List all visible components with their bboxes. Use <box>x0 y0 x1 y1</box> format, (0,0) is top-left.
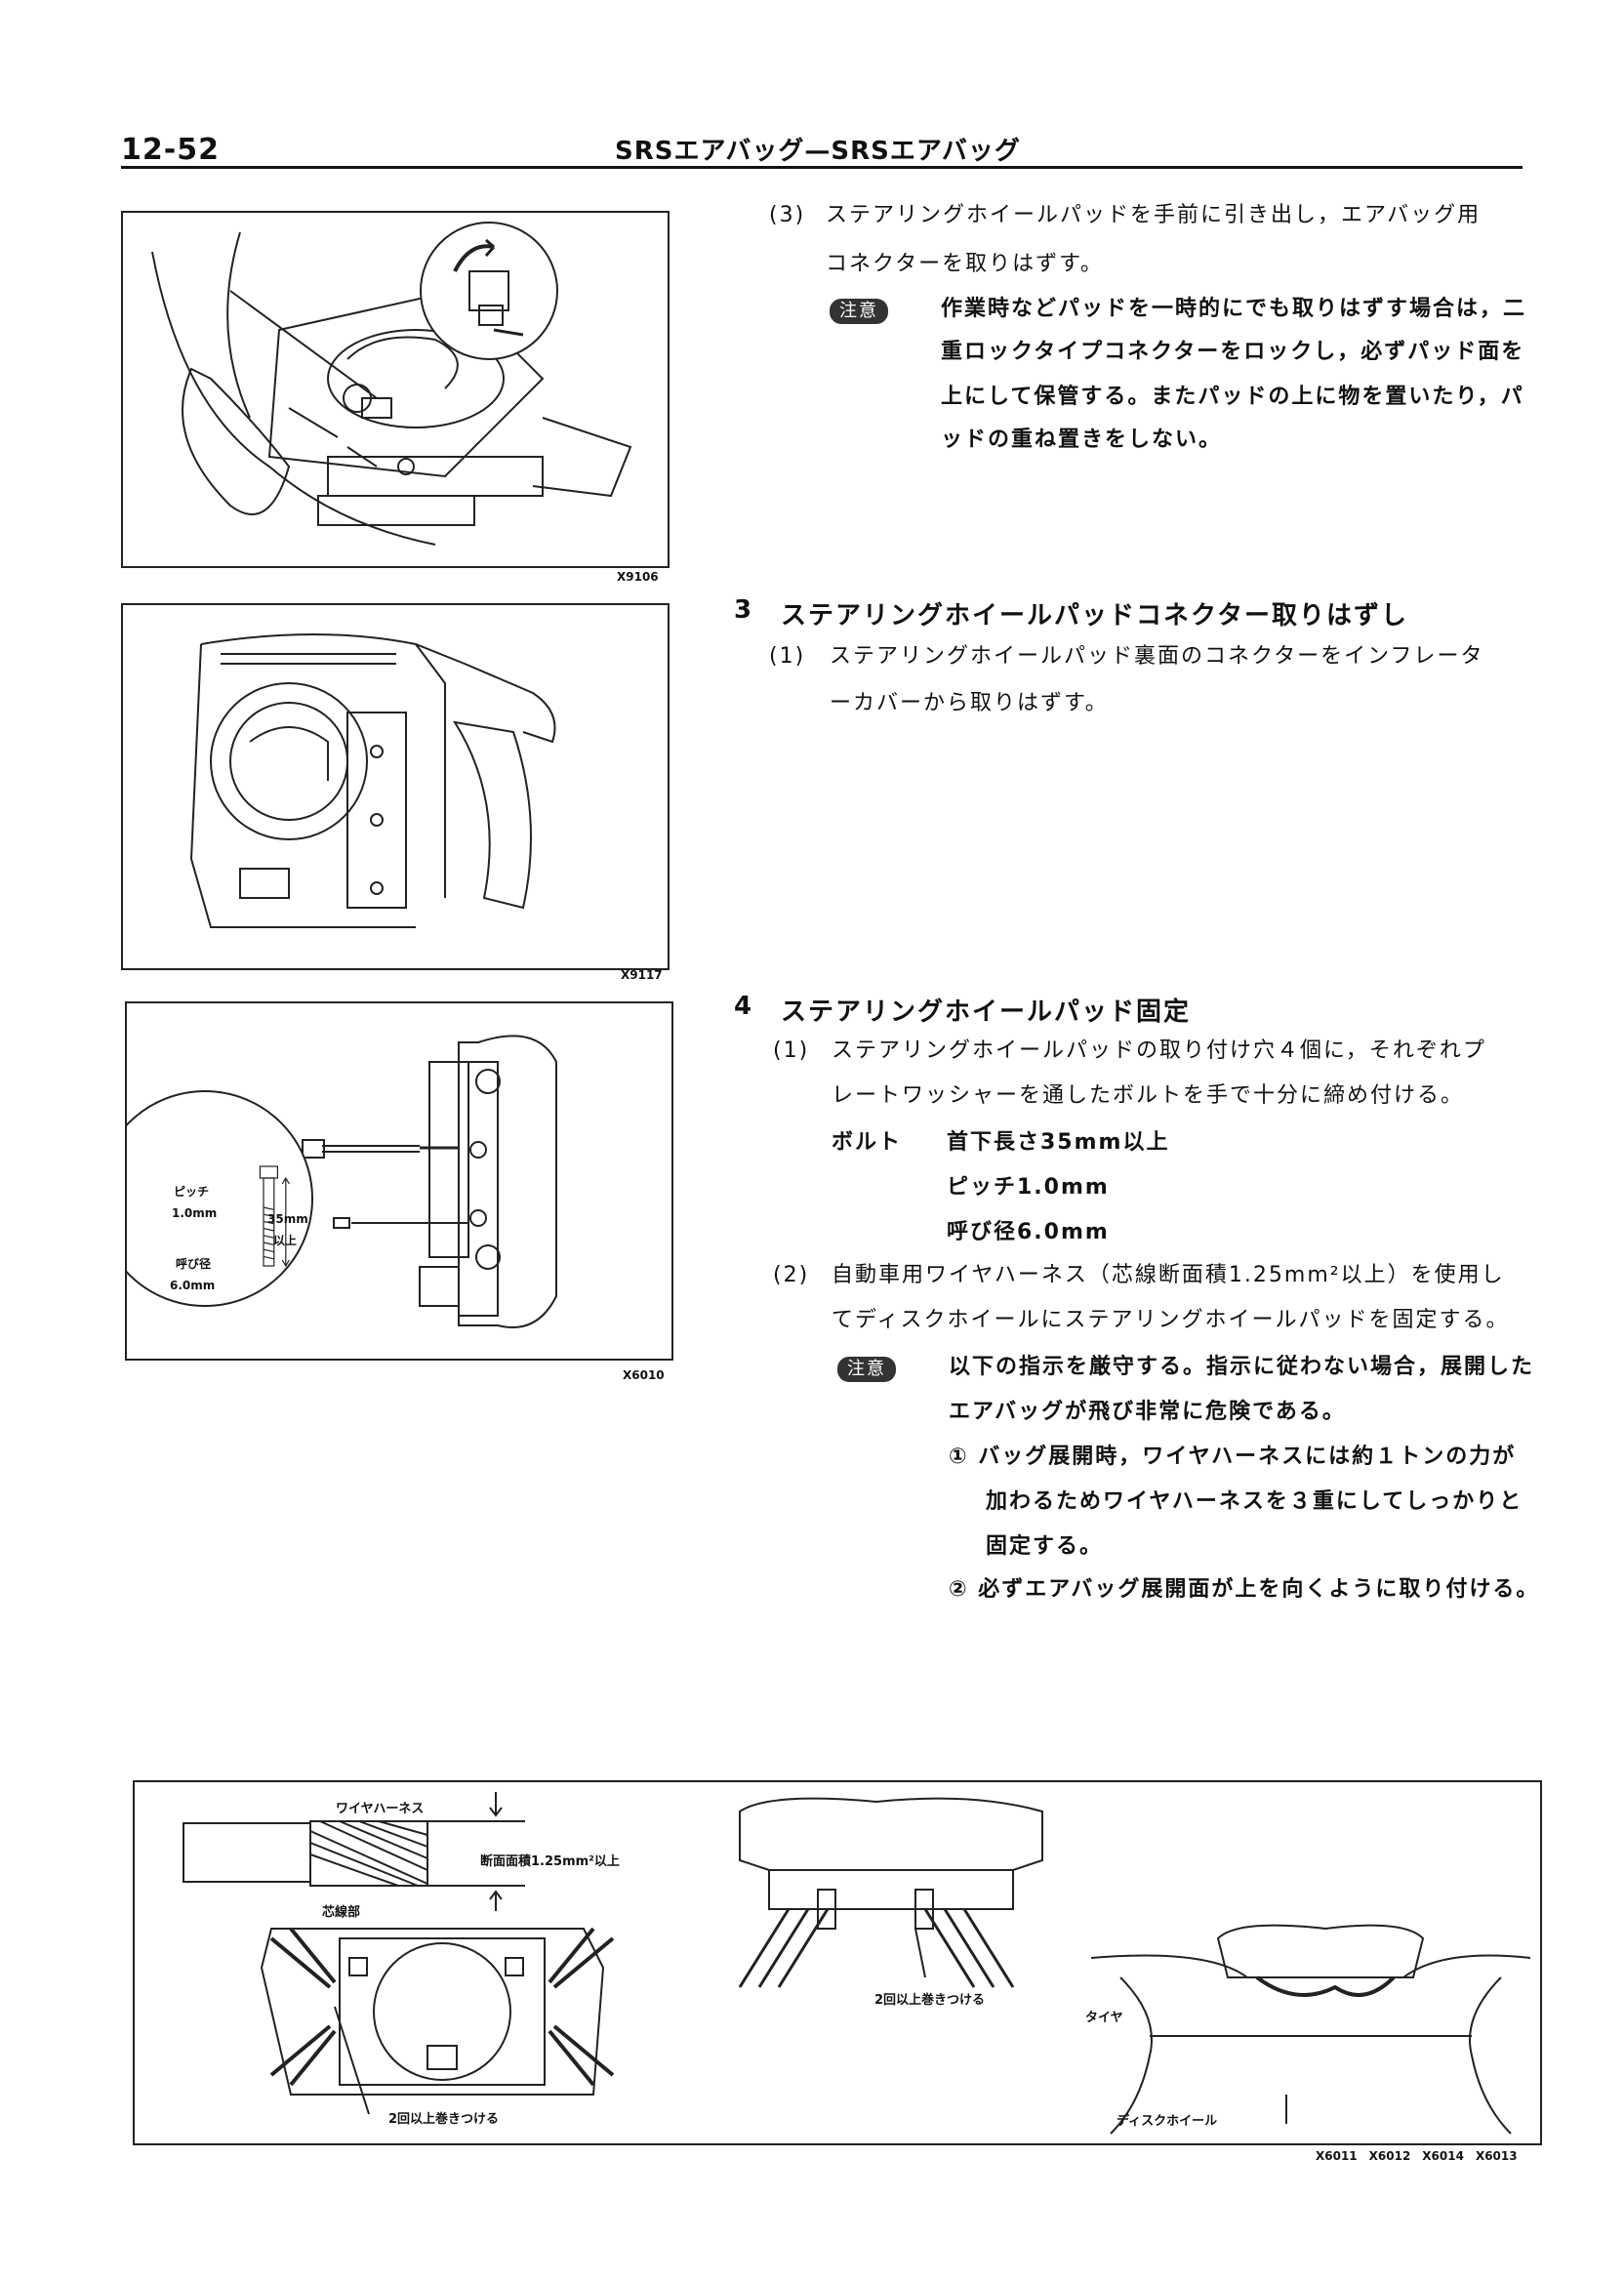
label-wrap-left: 2回以上巻きつける <box>388 2112 500 2127</box>
section4-s2-num: (2) <box>773 1263 810 1287</box>
section3-sub-num: (1) <box>769 644 806 669</box>
caution2-line1: 以下の指示を厳守する。指示に従わない場合，展開した <box>949 1355 1535 1379</box>
step3-sub-line1: ステアリングホイールパッドを手前に引き出し，エアバッグ用 <box>826 203 1482 227</box>
bolt-spec-pitch: ピッチ1.0mm <box>947 1175 1110 1200</box>
bolt-spec-length: 首下長さ35mm以上 <box>947 1130 1170 1155</box>
bottom-figure-codes: X6011 X6012 X6014 X6013 <box>1316 2149 1518 2163</box>
caution1-line2: 重ロックタイプコネクターをロックし，必ずパッド面を <box>941 340 1525 364</box>
caution-badge-2: 注意 <box>837 1357 896 1382</box>
label-tire: タイヤ <box>1085 2011 1123 2025</box>
section3-num: 3 <box>734 595 754 625</box>
label-core: 芯線部 <box>322 1905 361 1920</box>
caution2-item1-b: 加わるためワイヤハーネスを３重にしてしっかりと <box>986 1489 1523 1514</box>
label-cross-section: 断面面積1.25mm²以上 <box>480 1854 620 1869</box>
bolt-spec-dia: 呼び径6.0mm <box>947 1220 1110 1244</box>
section3-title: ステアリングホイールパッドコネクター取りはずし <box>781 601 1408 631</box>
bolt-dia-value: 6.0mm <box>170 1279 216 1292</box>
label-wrap-mid: 2回以上巻きつける <box>874 1993 986 2008</box>
figure-pad-rear <box>121 603 670 970</box>
pad-rear-illustration <box>189 633 556 928</box>
section4-s2-line2: てディスクホイールにステアリングホイールパッドを固定する。 <box>832 1308 1510 1332</box>
caution2-item1-a: ① バッグ展開時，ワイヤハーネスには約１トンの力が <box>949 1445 1517 1469</box>
bolt-length-sub: 以上 <box>273 1234 298 1247</box>
label-disc-wheel: ディスクホイール <box>1116 2114 1218 2129</box>
wire-fixing-illustration <box>183 1792 1531 2135</box>
figure-pad-connector <box>121 211 670 568</box>
label-wire-harness: ワイヤハーネス <box>336 1802 425 1816</box>
caution2-line2: エアバッグが飛び非常に危険である。 <box>949 1400 1346 1424</box>
step3-sub-num: (3) <box>769 203 806 227</box>
bolt-detail-callout <box>127 1003 671 1359</box>
caution1-line4: ッドの重ね置きをしない。 <box>941 428 1223 452</box>
bolt-length-label: 35mm <box>267 1212 308 1226</box>
figure2-code: X9117 <box>621 968 663 982</box>
section3-line1: ステアリングホイールパッド裏面のコネクターをインフレータ <box>830 644 1484 669</box>
bolt-install-illustration <box>127 1035 557 1328</box>
section3-line2: ーカバーから取りはずす。 <box>830 691 1109 715</box>
section4-s2-line1: 自動車用ワイヤハーネス（芯線断面積1.25mm²以上）を使用し <box>832 1263 1505 1287</box>
section4-num: 4 <box>734 992 754 1021</box>
figure-bolt-install <box>125 1001 673 1361</box>
caution2-item2: ② 必ずエアバッグ展開面が上を向くように取り付ける。 <box>949 1577 1540 1602</box>
bolt-pitch-label: ピッチ <box>174 1185 210 1199</box>
bolt-detail-icon <box>259 1165 290 1268</box>
caution2-item1-c: 固定する。 <box>986 1534 1104 1559</box>
page-title: SRSエアバッグ—SRSエアバッグ <box>615 137 1021 166</box>
section4-s1-line1: ステアリングホイールパッドの取り付け穴４個に，それぞれプ <box>832 1038 1486 1063</box>
pad-connector-illustration <box>151 222 632 546</box>
bolt-pitch-value: 1.0mm <box>172 1206 218 1220</box>
header-rule <box>121 166 1522 169</box>
section4-s1-num: (1) <box>773 1038 810 1063</box>
figure3-code: X6010 <box>623 1368 665 1382</box>
bolt-dia-label: 呼び径 <box>176 1257 212 1271</box>
section4-title: ステアリングホイールパッド固定 <box>781 998 1192 1027</box>
caution-badge-1: 注意 <box>830 299 888 324</box>
figure1-code: X9106 <box>617 570 659 584</box>
bolt-label: ボルト <box>832 1130 903 1155</box>
page-number: 12-52 <box>121 133 220 167</box>
caution1-line3: 上にして保管する。またパッドの上に物を置いたり，パ <box>941 385 1524 409</box>
step3-sub-line2: コネクターを取りはずす。 <box>826 252 1104 276</box>
caution1-line1: 作業時などパッドを一時的にでも取りはずす場合は，二 <box>941 297 1527 321</box>
section4-s1-line2: レートワッシャーを通したボルトを手で十分に締め付ける。 <box>832 1083 1465 1108</box>
figure-wire-fixing <box>133 1780 1542 2145</box>
